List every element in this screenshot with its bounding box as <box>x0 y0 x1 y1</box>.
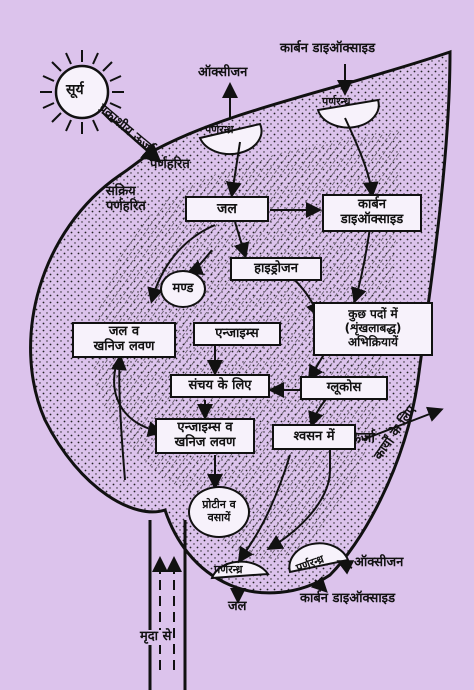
sun <box>40 50 124 134</box>
box-reactions: कुछ पदों में (शृंखलाबद्ध) अभिक्रियायें <box>313 302 433 356</box>
circle-starch: मण्ड <box>160 270 206 308</box>
from-soil-label: मृदा से <box>140 629 172 645</box>
bottom-water-label: जल <box>228 599 247 614</box>
stoma-top-right: पर्णरन्ध्र <box>322 95 351 108</box>
sun-label: सूर्य <box>66 82 84 98</box>
box-water: जल <box>185 196 269 222</box>
box-water-minerals: जल व खनिज लवण <box>72 322 176 358</box>
box-enzymes: एन्जाइम्स <box>193 322 281 346</box>
box-glucose: ग्लूकोस <box>300 376 388 400</box>
box-enzymes-minerals: एन्जाइम्स व खनिज लवण <box>155 418 255 454</box>
bottom-oxygen-label: ऑक्सीजन <box>354 555 404 570</box>
chlorophyll-label: पर्णहरित <box>150 157 190 172</box>
circle-protein-fat: प्रोटीन व वसायें <box>188 486 250 538</box>
stoma-top-left: पर्णरन्ध्र <box>205 123 234 136</box>
stoma-bottom-left: पर्णरन्ध्र <box>214 563 243 576</box>
box-for-storage: संचय के लिए <box>170 374 270 398</box>
active-chlorophyll-label: सक्रिय पर्णहरित <box>106 184 146 214</box>
box-co2: कार्बन डाइऑक्साइड <box>322 194 422 232</box>
top-oxygen-label: ऑक्सीजन <box>198 65 248 80</box>
top-co2-label: कार्बन डाइऑक्साइड <box>280 41 376 56</box>
petiole <box>148 520 187 690</box>
energy-label: ऊर्जा <box>350 430 376 446</box>
bottom-co2-label: कार्बन डाइऑक्साइड <box>300 591 396 606</box>
box-respiration: श्वसन में <box>272 424 356 450</box>
box-hydrogen: हाइड्रोजन <box>230 257 322 281</box>
